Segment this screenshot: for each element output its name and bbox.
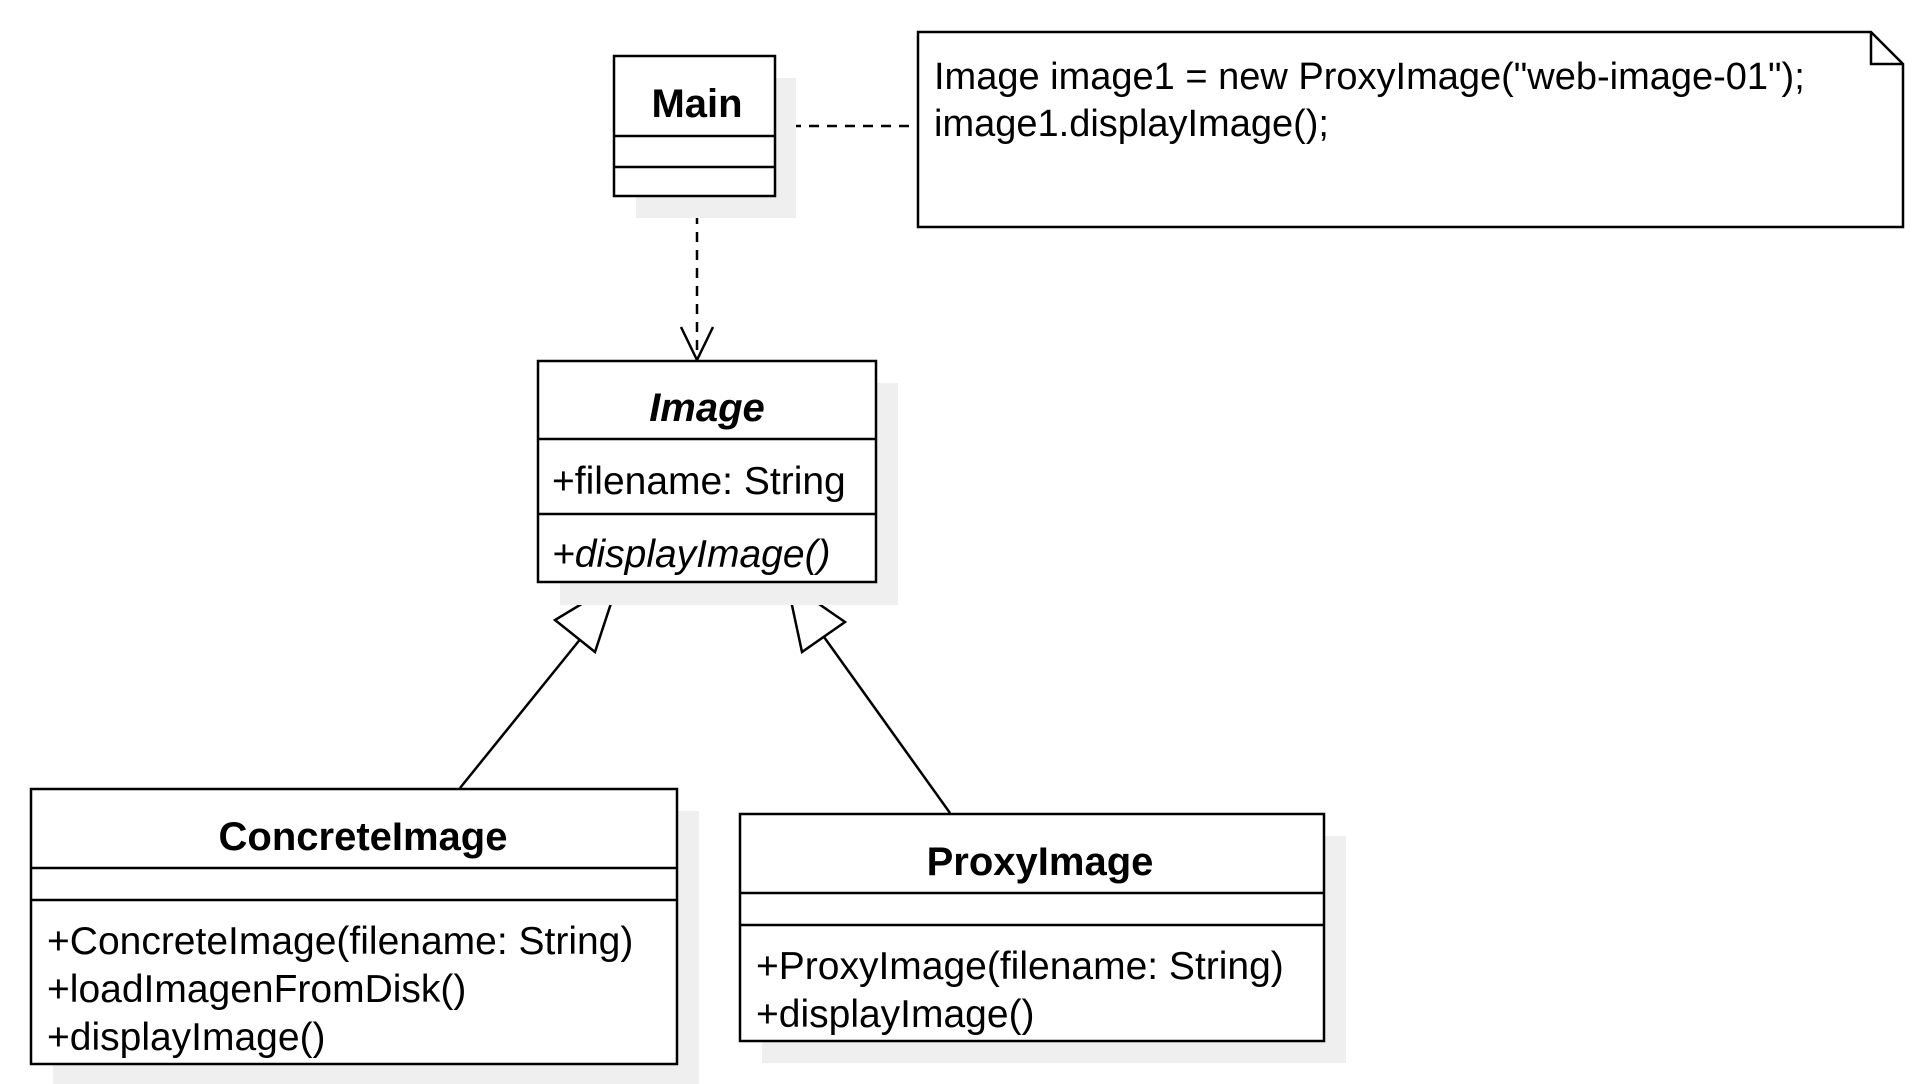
class-proxyimage[interactable]: ProxyImage +ProxyImage(filename: String)… (738, 812, 1346, 1063)
class-box (612, 54, 777, 198)
note-line-1: Image image1 = new ProxyImage("web-image… (934, 56, 1805, 98)
dependency-main-to-image (679, 196, 715, 363)
note[interactable]: Image image1 = new ProxyImage("web-image… (916, 30, 1905, 229)
class-box (29, 787, 679, 1066)
generalization-concreteimage-to-image (459, 579, 621, 789)
class-name: ProxyImage (927, 840, 1154, 884)
method: +loadImagenFromDisk() (47, 968, 466, 1011)
attribute: +filename: String (552, 460, 846, 503)
method: +displayImage() (47, 1016, 326, 1059)
class-name: ConcreteImage (219, 815, 508, 859)
method: +displayImage() (552, 533, 831, 576)
note-fold-corner (1869, 32, 1903, 66)
class-box (536, 359, 878, 584)
class-name: Image (649, 386, 765, 430)
method: +ProxyImage(filename: String) (756, 945, 1284, 988)
note-line-2: image1.displayImage(); (934, 103, 1329, 145)
generalization-proxyimage-to-image (785, 579, 952, 814)
method: +displayImage() (756, 993, 1035, 1036)
note-box (916, 30, 1905, 229)
class-main[interactable]: Main (612, 54, 796, 218)
class-name: Main (651, 82, 742, 126)
class-box (738, 812, 1326, 1043)
class-concreteimage[interactable]: ConcreteImage +ConcreteImage(filename: S… (29, 787, 699, 1084)
method: +ConcreteImage(filename: String) (47, 920, 633, 963)
class-image[interactable]: Image +filename: String +displayImage() (536, 359, 898, 605)
